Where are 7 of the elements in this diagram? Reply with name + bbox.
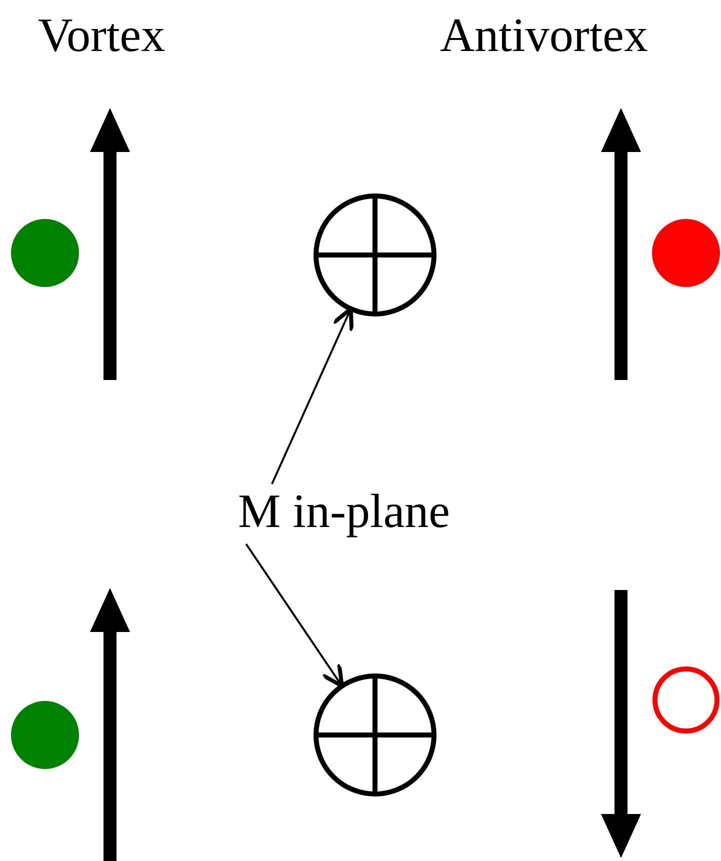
crossed-circle-symbol: [313, 673, 437, 797]
crossed-circle-symbol: [313, 193, 437, 317]
annotation-label: M in-plane: [238, 484, 450, 540]
column-heading: Antivortex: [440, 8, 648, 64]
leader-line: [271, 306, 354, 484]
column-heading: Vortex: [38, 8, 166, 64]
leader-line: [245, 543, 344, 688]
